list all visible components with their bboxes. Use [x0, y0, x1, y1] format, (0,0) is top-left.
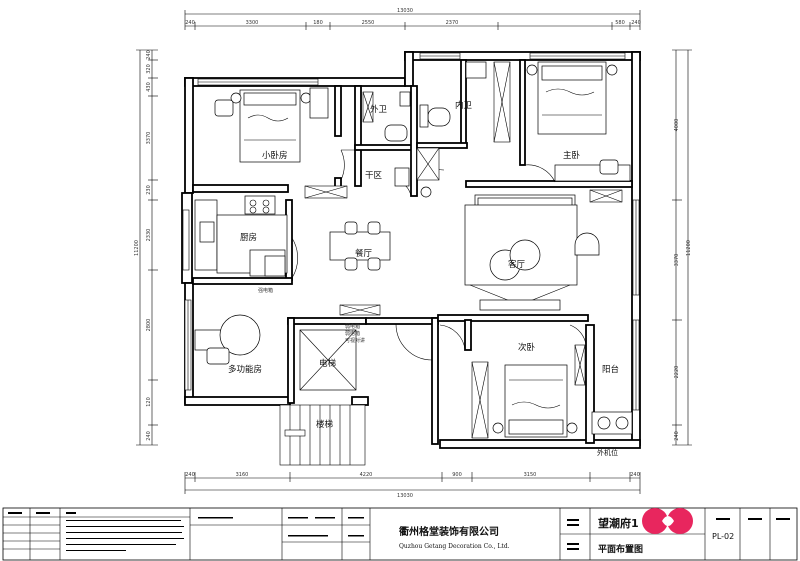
dim-bottom-seg: 240: [630, 472, 640, 478]
label-balcony: 阳台: [602, 364, 619, 375]
dim-left-seg: 230: [146, 185, 152, 195]
dim-bottom-total: 13030: [397, 493, 413, 499]
dim-bottom-seg: 4220: [360, 472, 373, 478]
note-weak-box2: 弱电箱: [345, 330, 360, 337]
note-intercom: 可视对讲: [345, 337, 365, 344]
bottom-dimensions: [184, 472, 641, 494]
company-name-en: Quzhou Getang Decoration Co., Ltd.: [399, 543, 510, 550]
label-dry-area: 干区: [365, 171, 383, 181]
dim-bottom-seg: 3160: [236, 472, 249, 478]
wardrobes: [304, 61, 623, 439]
drawing-number: PL-02: [712, 532, 734, 541]
dim-top-seg: 2370: [446, 20, 459, 26]
multi-room-furniture: [194, 314, 261, 365]
second-bedroom-bed: [492, 364, 578, 438]
dim-top-seg: 180: [313, 20, 323, 26]
dining-set: [329, 221, 391, 271]
dim-left-total: 11200: [134, 240, 140, 256]
dim-bottom-seg: 240: [185, 472, 195, 478]
dim-top-seg: 3300: [246, 20, 259, 26]
dim-top-seg: 2550: [362, 20, 375, 26]
label-outer-wc: 外卫: [370, 104, 388, 115]
drawing-name: 平面布置图: [598, 543, 643, 555]
dim-left-seg: 240: [146, 431, 152, 441]
dim-left-seg: 320: [146, 64, 152, 74]
windows: [182, 52, 640, 411]
dim-left-seg: 120: [146, 397, 152, 407]
company-logo: [642, 508, 693, 534]
label-stairs: 楼梯: [316, 419, 334, 430]
kitchen-fixtures: [194, 195, 288, 277]
dim-left-seg: 240: [146, 50, 152, 60]
stairs-steps: [279, 404, 366, 466]
label-dining: 餐厅: [355, 249, 373, 259]
dim-right-seg: 240: [674, 431, 680, 441]
label-master-bedroom: 主卧: [563, 150, 581, 161]
balcony-appliances: [591, 411, 633, 435]
dim-right-seg: 2220: [674, 366, 680, 379]
dim-left-seg: 2800: [146, 319, 152, 332]
dim-right-total: 11200: [686, 240, 692, 256]
label-second-bedroom: 次卧: [518, 342, 536, 353]
project-name: 望潮府1: [598, 516, 639, 530]
dim-top-seg: 580: [615, 20, 625, 26]
company-name-cn: 衢州格堂装饰有限公司: [399, 525, 499, 538]
dim-top-seg: 240: [631, 20, 641, 26]
dim-right-seg: 4000: [674, 119, 680, 132]
note-meter-box: 强电箱: [258, 287, 273, 294]
label-outdoor-unit: 外机位: [597, 448, 618, 457]
dim-top-seg: 240: [185, 20, 195, 26]
right-dimensions: [672, 49, 692, 446]
dim-bottom-seg: 900: [452, 472, 462, 478]
label-multi-room: 多功能房: [228, 364, 262, 375]
master-bed: [526, 61, 631, 182]
label-kitchen: 厨房: [240, 232, 257, 243]
dim-bottom-seg: 3150: [524, 472, 537, 478]
label-elevator: 电梯: [319, 358, 337, 369]
left-dimensions: [136, 49, 158, 446]
small-bedroom-bed: [214, 87, 329, 163]
dim-left-seg: 2330: [146, 229, 152, 242]
elevator-shaft: [299, 329, 357, 391]
dim-left-seg: 3370: [146, 132, 152, 145]
label-living: 客厅: [508, 259, 526, 270]
living-set: [464, 194, 600, 311]
label-inner-wc: 内卫: [455, 100, 473, 111]
dim-top-total: 13030: [397, 8, 413, 14]
top-dimensions: [184, 10, 641, 30]
label-small-bedroom: 小卧房: [262, 150, 288, 161]
dim-right-seg: 3370: [674, 254, 680, 267]
dim-left-seg: 430: [146, 82, 152, 92]
bathroom-fixtures: [384, 61, 487, 198]
note-weak-box: 弱电箱: [345, 323, 360, 330]
